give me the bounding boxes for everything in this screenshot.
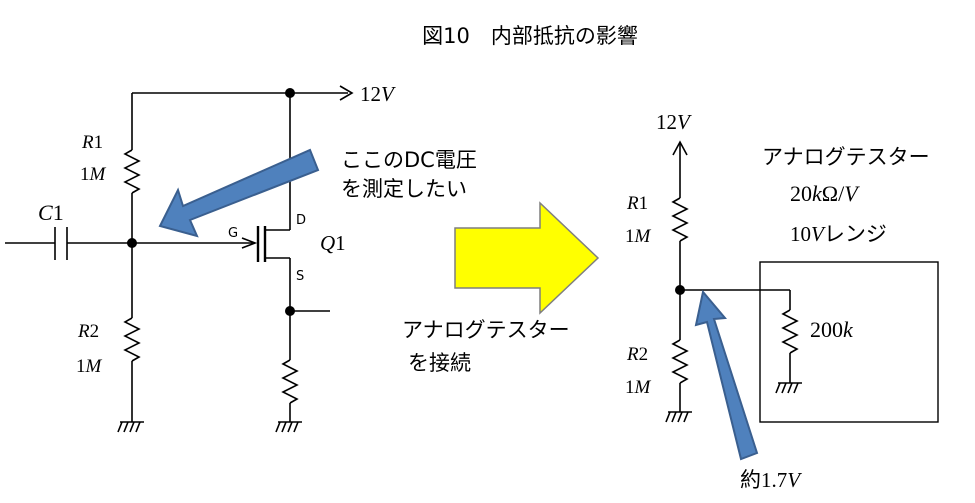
- left-r1-resistor: [123, 149, 141, 194]
- fet-pin-s-label: S: [296, 269, 304, 284]
- right-r2-value: 1M: [625, 377, 652, 398]
- right-supply-arrowhead: [672, 140, 688, 156]
- q1-label: Q1: [320, 231, 346, 255]
- figure-title: 図10 内部抵抗の影響: [422, 24, 638, 48]
- callout-arrow: [158, 148, 320, 238]
- gate-arrowhead: [241, 237, 258, 249]
- tester-range: 10Vレンジ: [790, 222, 887, 246]
- left-junction-source: [285, 306, 295, 316]
- left-r1-label: R1: [81, 132, 103, 153]
- right-r2-label: R2: [626, 344, 648, 365]
- left-r1-value: 1M: [80, 164, 107, 185]
- tester-internal-resistance: 200k: [810, 317, 854, 342]
- tester-spec: 20kΩ/V: [790, 181, 860, 206]
- right-r1-label: R1: [626, 193, 648, 214]
- source-resistor: [281, 359, 299, 404]
- left-r2-resistor: [123, 317, 141, 362]
- right-r1-value: 1M: [625, 226, 652, 247]
- left-r2-value: 1M: [76, 356, 103, 377]
- left-supply-label: 12V: [360, 82, 396, 106]
- yellow-transition-arrow: [454, 201, 600, 315]
- left-junction-gate: [127, 238, 137, 248]
- right-r2-resistor: [671, 339, 689, 384]
- measured-voltage-label: 約1.7V: [740, 468, 802, 492]
- right-supply-label: 12V: [656, 110, 692, 134]
- measurement-arrow: [694, 289, 759, 461]
- middle-text-line2: を接続: [408, 351, 471, 375]
- tester-box: [759, 261, 939, 423]
- tester-internal-resistor: [781, 309, 799, 354]
- left-circuit: [5, 85, 354, 433]
- callout-text-line2: を測定したい: [341, 177, 467, 201]
- middle-text-line1: アナログテスター: [402, 318, 570, 342]
- left-supply-arrowhead: [339, 85, 354, 101]
- c1-label: C1: [38, 200, 64, 225]
- fet-pin-d-label: D: [296, 213, 306, 228]
- left-r2-label: R2: [77, 321, 99, 342]
- tester-title: アナログテスター: [762, 145, 930, 169]
- right-junction: [675, 285, 685, 295]
- fet-pin-g-label: G: [228, 226, 238, 241]
- right-circuit: [665, 140, 939, 423]
- right-r1-resistor: [671, 197, 689, 242]
- callout-text-line1: ここのDC電圧: [341, 148, 477, 172]
- left-junction-top: [285, 88, 295, 98]
